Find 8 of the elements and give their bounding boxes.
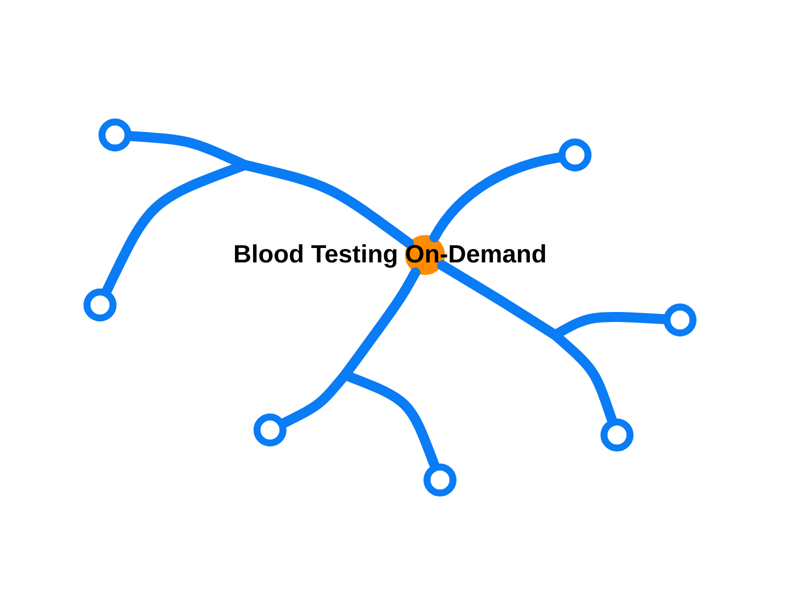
end-circle: [254, 414, 286, 446]
end-circle: [424, 464, 456, 496]
branch-line: [102, 160, 414, 296]
end-circle: [84, 288, 116, 322]
end-circle: [558, 138, 592, 172]
end-circle: [98, 118, 132, 152]
end-circle: [664, 304, 696, 336]
end-circle: [600, 418, 634, 452]
